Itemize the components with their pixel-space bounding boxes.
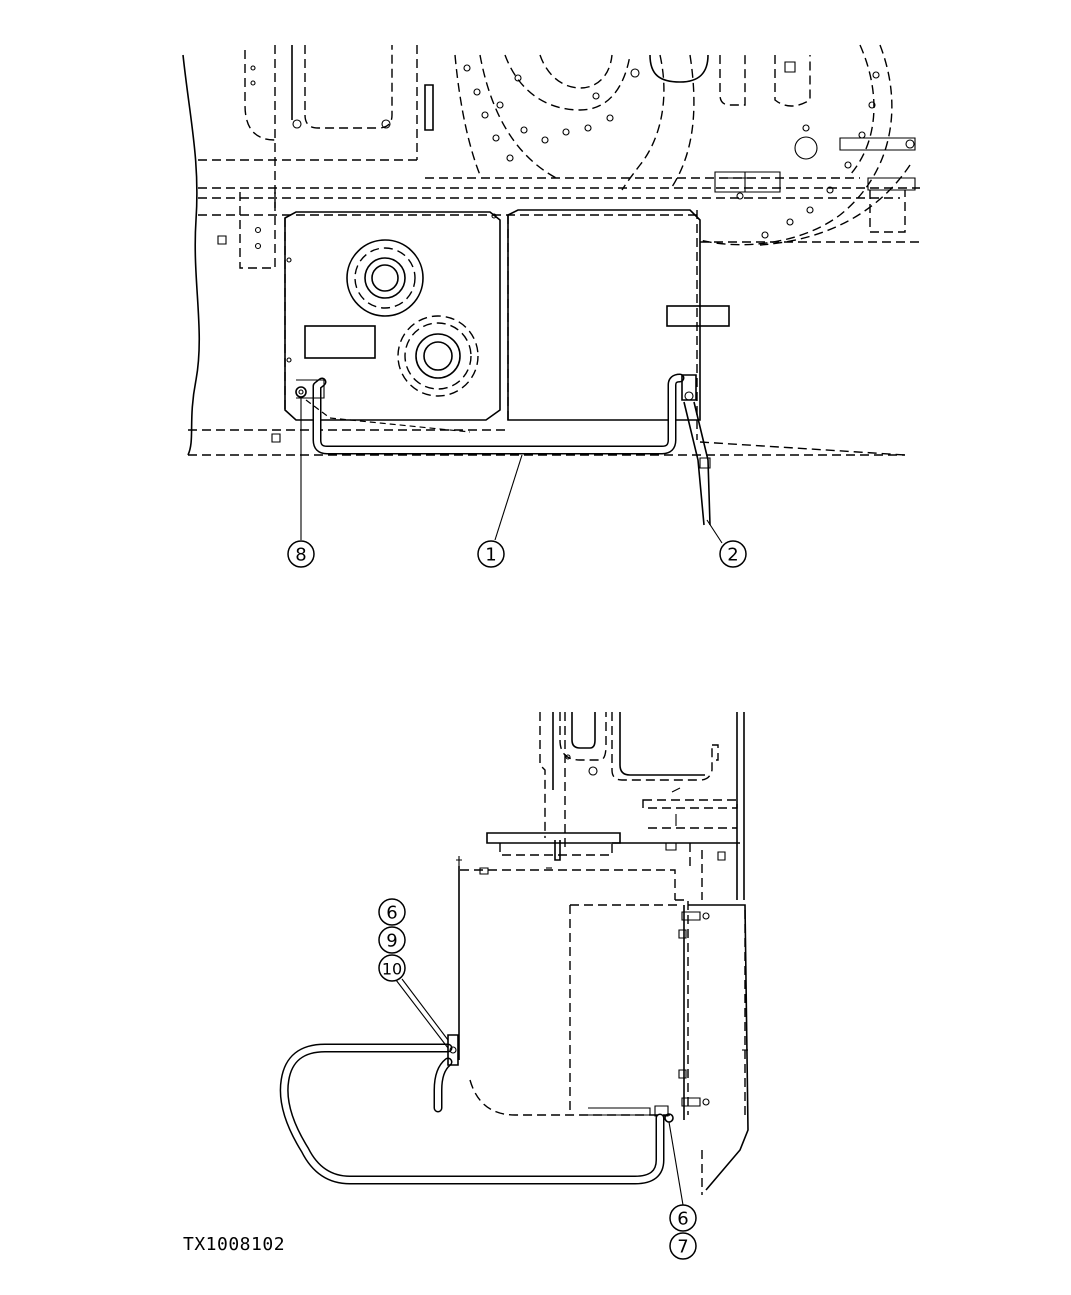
callout-1: 1 [477, 540, 505, 568]
svg-text:6: 6 [386, 903, 397, 924]
svg-text:7: 7 [677, 1237, 688, 1258]
callout-7: 7 [669, 1232, 697, 1260]
callout-6a: 6 [378, 898, 406, 926]
svg-text:1: 1 [485, 545, 496, 566]
top-view [182, 44, 920, 544]
callout-10: 10 [378, 954, 406, 982]
callout-9: 9 [378, 926, 406, 954]
callout-6b: 6 [669, 1204, 697, 1232]
svg-text:6: 6 [677, 1209, 688, 1230]
callout-8: 8 [287, 540, 315, 568]
svg-text:8: 8 [295, 545, 306, 566]
side-view [279, 712, 749, 1206]
callout-2: 2 [719, 540, 747, 568]
svg-text:10: 10 [382, 960, 402, 979]
figure-reference-code: TX1008102 [183, 1234, 286, 1255]
svg-text:9: 9 [386, 931, 397, 952]
svg-text:2: 2 [727, 545, 738, 566]
